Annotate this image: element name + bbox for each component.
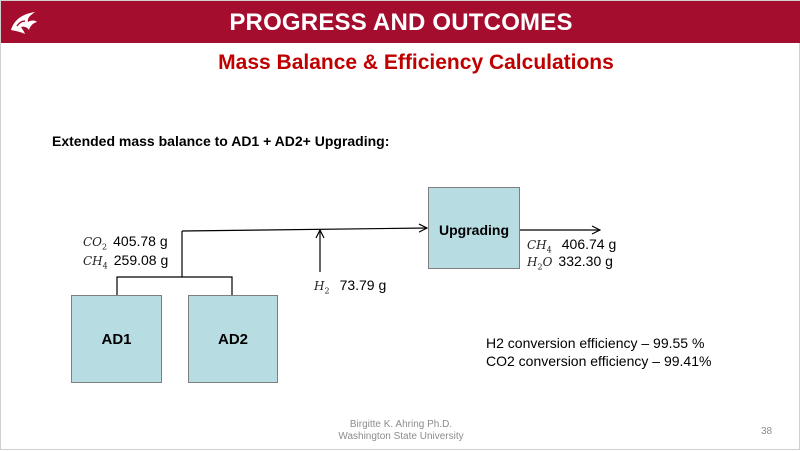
page-number: 38 — [761, 426, 773, 437]
ad-connector-line — [116, 276, 233, 295]
ad2-box: AD2 — [188, 295, 278, 383]
co2-efficiency-text: CO2 conversion efficiency – 99.41% — [486, 353, 712, 369]
slide-header-title: PROGRESS AND OUTCOMES — [229, 9, 573, 36]
main-feed-arrow — [181, 228, 427, 231]
header-bar — [1, 1, 800, 43]
upgrading-box: Upgrading — [428, 187, 520, 269]
section-heading: Extended mass balance to AD1 + AD2+ Upgr… — [52, 133, 390, 149]
ad1-box: AD1 — [71, 295, 162, 383]
h2-efficiency-text: H2 conversion efficiency – 99.55 % — [486, 335, 705, 351]
slide-footer: Birgitte K. Ahring Ph.D. Washington Stat… — [301, 419, 501, 443]
cougar-logo-icon — [11, 12, 37, 34]
efficiency-results: H2 conversion efficiency – 99.55 % CO2 c… — [486, 334, 711, 370]
footer-institution: Washington State University — [338, 431, 464, 442]
slide-subtitle: Mass Balance & Efficiency Calculations — [218, 51, 614, 74]
footer-author: Birgitte K. Ahring Ph.D. — [349, 419, 453, 430]
